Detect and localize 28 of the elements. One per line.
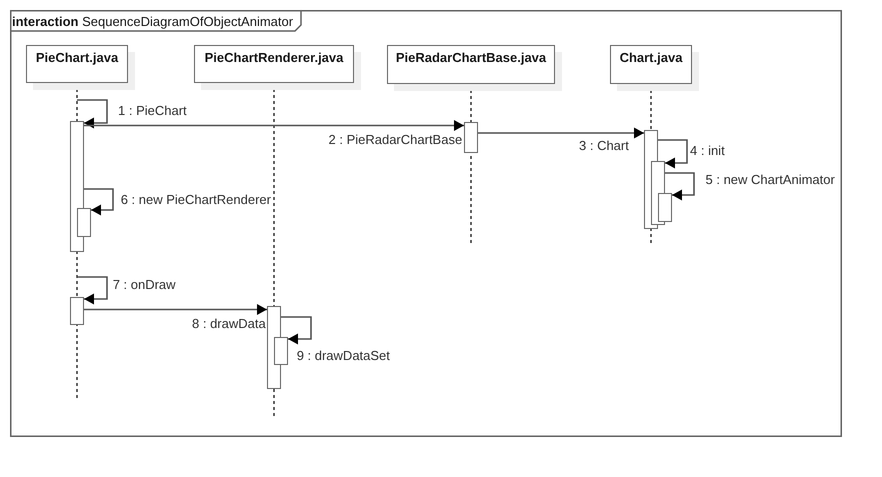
message-label: 6 : new PieChartRenderer xyxy=(120,192,271,206)
message-arrow xyxy=(84,304,267,315)
activation-bar xyxy=(274,337,288,365)
object-name: Chart.java xyxy=(620,50,682,65)
activation-bar xyxy=(77,208,91,237)
message-arrow xyxy=(77,276,108,304)
message-label: 9 : drawDataSet xyxy=(296,348,390,362)
message-label: 8 : drawData xyxy=(192,316,266,330)
object-name: PieChart.java xyxy=(36,50,118,65)
message-arrow xyxy=(665,172,695,200)
message-arrow xyxy=(77,99,108,128)
object-name: PieRadarChartBase.java xyxy=(396,50,546,65)
message-label: 2 : PieRadarChartBase xyxy=(328,132,462,146)
activation-bar xyxy=(658,193,672,222)
message-label: 3 : Chart xyxy=(579,138,629,152)
message-arrow xyxy=(281,316,312,344)
activation-bar xyxy=(70,297,84,325)
message-label: 1 : PieChart xyxy=(118,102,187,118)
object-name: PieChartRenderer.java xyxy=(204,50,344,65)
interaction-frame xyxy=(10,10,842,437)
message-arrow xyxy=(478,128,644,138)
message-label: 5 : new ChartAnimator xyxy=(706,172,835,186)
message-arrow xyxy=(84,120,464,131)
frame-title: interaction SequenceDiagramOfObjectAnimator xyxy=(12,14,294,29)
message-label: 4 : init xyxy=(690,142,725,158)
activation-bar xyxy=(464,122,478,153)
message-arrow xyxy=(658,139,688,168)
message-arrow xyxy=(84,188,114,216)
